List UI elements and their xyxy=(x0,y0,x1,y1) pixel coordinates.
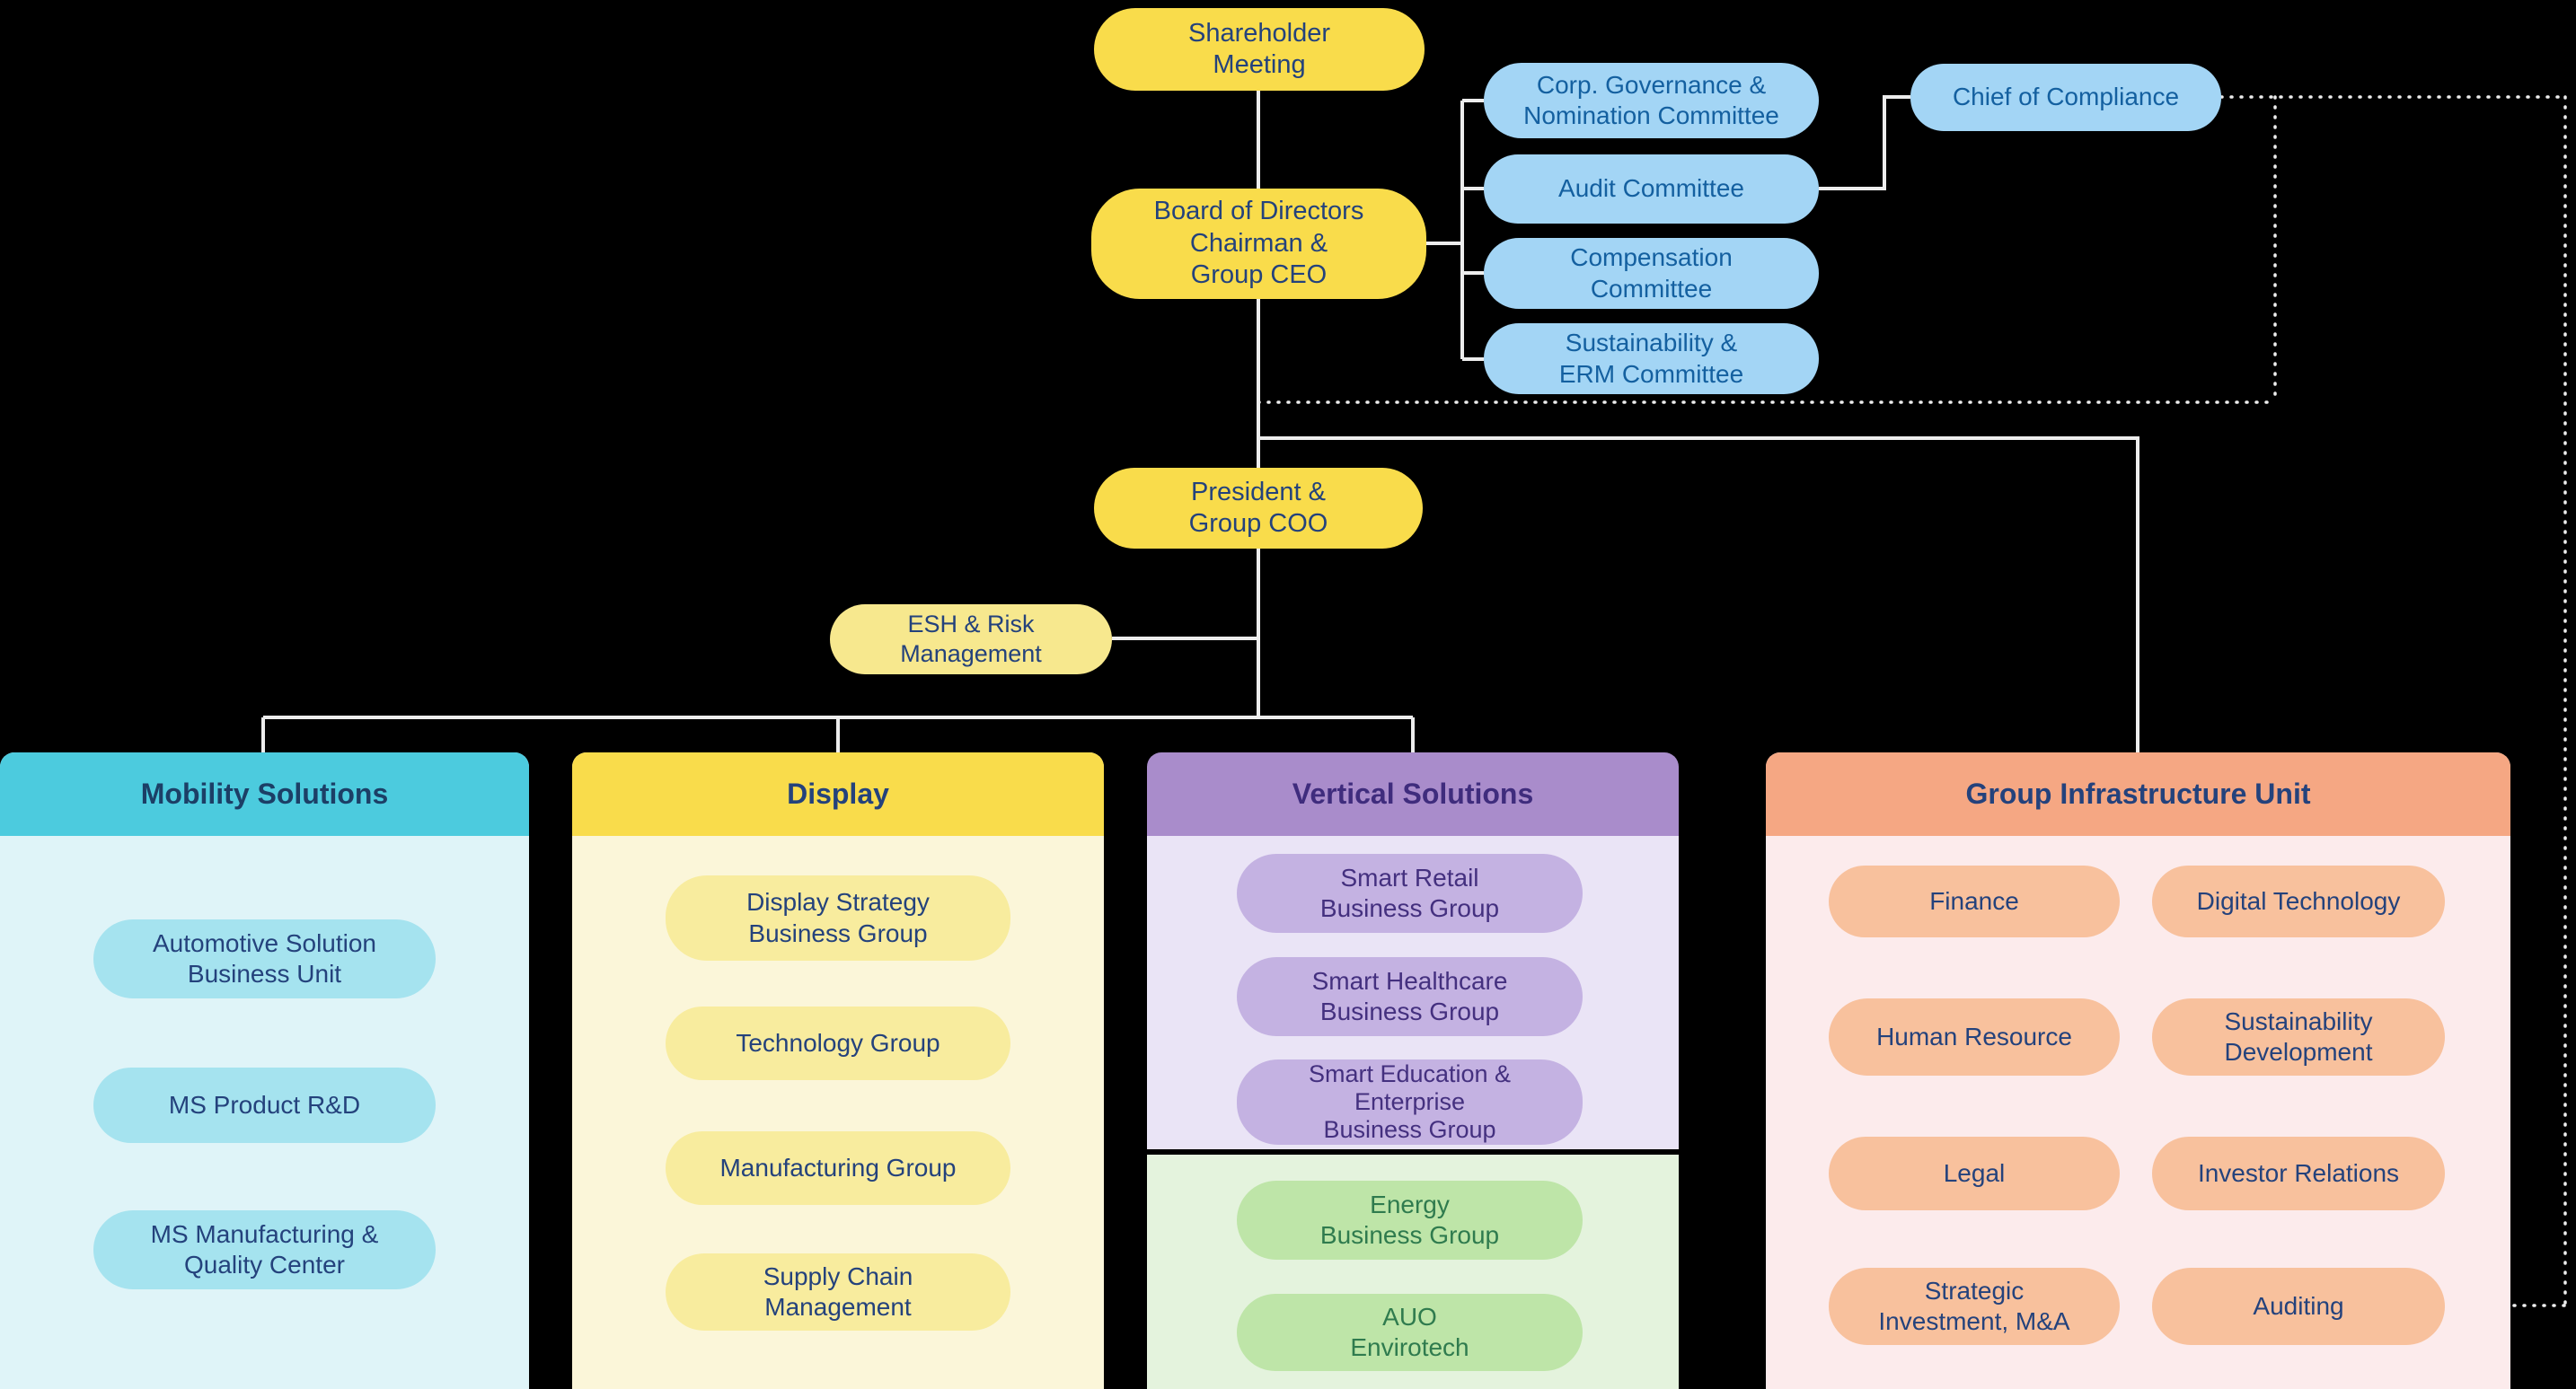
unit-investor-relations: Investor Relations xyxy=(2152,1137,2445,1210)
unit-ms-manufacturing-quality-center: MS Manufacturing & Quality Center xyxy=(93,1210,436,1289)
unit-display-strategy-business-group: Display Strategy Business Group xyxy=(666,875,1010,961)
board-of-directors-node: Board of Directors Chairman & Group CEO xyxy=(1091,189,1426,299)
solid-connector-lines xyxy=(261,90,2139,752)
division-title-mobility-solutions: Mobility Solutions xyxy=(0,752,529,836)
unit-energy-business-group: Energy Business Group xyxy=(1237,1181,1583,1260)
unit-auo-envirotech: AUO Envirotech xyxy=(1237,1294,1583,1371)
division-display: Display Display Strategy Business Group … xyxy=(572,752,1104,1389)
unit-auditing: Auditing xyxy=(2152,1268,2445,1345)
unit-ms-product-rd: MS Product R&D xyxy=(93,1068,436,1143)
audit-committee-node: Audit Committee xyxy=(1484,154,1819,224)
division-group-infrastructure-unit: Group Infrastructure Unit Finance Digita… xyxy=(1766,752,2510,1389)
unit-digital-technology: Digital Technology xyxy=(2152,866,2445,937)
unit-sustainability-development: Sustainability Development xyxy=(2152,998,2445,1076)
division-title-vertical-solutions: Vertical Solutions xyxy=(1147,752,1679,836)
division-title-group-infrastructure-unit: Group Infrastructure Unit xyxy=(1766,752,2510,836)
unit-manufacturing-group: Manufacturing Group xyxy=(666,1131,1010,1205)
unit-legal: Legal xyxy=(1829,1137,2120,1210)
esh-risk-management-node: ESH & Risk Management xyxy=(830,604,1112,674)
unit-human-resource: Human Resource xyxy=(1829,998,2120,1076)
unit-strategic-investment-ma: Strategic Investment, M&A xyxy=(1829,1268,2120,1345)
division-mobility-solutions: Mobility Solutions Automotive Solution B… xyxy=(0,752,529,1389)
unit-technology-group: Technology Group xyxy=(666,1007,1010,1080)
unit-smart-education-enterprise-business-group: Smart Education & Enterprise Business Gr… xyxy=(1237,1059,1583,1145)
unit-supply-chain-management: Supply Chain Management xyxy=(666,1253,1010,1331)
division-title-display: Display xyxy=(572,752,1104,836)
sustainability-erm-committee-node: Sustainability & ERM Committee xyxy=(1484,323,1819,394)
unit-smart-healthcare-business-group: Smart Healthcare Business Group xyxy=(1237,957,1583,1036)
division-vertical-solutions: Vertical Solutions Smart Retail Business… xyxy=(1147,752,1679,1389)
unit-automotive-solution-business-unit: Automotive Solution Business Unit xyxy=(93,919,436,998)
unit-smart-retail-business-group: Smart Retail Business Group xyxy=(1237,854,1583,933)
corp-governance-nomination-committee-node: Corp. Governance & Nomination Committee xyxy=(1484,63,1819,138)
compensation-committee-node: Compensation Committee xyxy=(1484,238,1819,309)
unit-finance: Finance xyxy=(1829,866,2120,937)
chief-of-compliance-node: Chief of Compliance xyxy=(1910,64,2221,131)
president-group-coo-node: President & Group COO xyxy=(1094,468,1423,549)
shareholder-meeting-node: Shareholder Meeting xyxy=(1094,8,1425,91)
